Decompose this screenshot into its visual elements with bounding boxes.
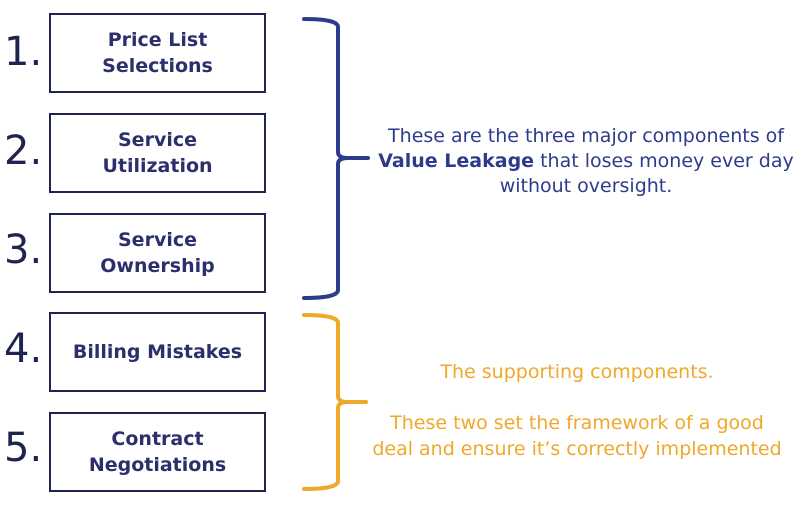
major-components-description: These are the three major components of …: [366, 124, 804, 199]
step-box-service-utilization: Service Utilization: [49, 113, 266, 193]
blue-brace: [302, 17, 370, 300]
step-box-contract-negotiations: Contract Negotiations: [49, 412, 266, 492]
step-label: Contract Negotiations: [88, 428, 227, 476]
step-label: Price List Selections: [102, 29, 213, 77]
step-number-3: 3.: [4, 227, 43, 273]
orange-brace: [302, 313, 368, 491]
value-leakage-emphasis: Value Leakage: [378, 150, 535, 172]
step-number-4: 4.: [4, 326, 43, 372]
step-box-price-list: Price List Selections: [49, 13, 266, 93]
step-label: Service Ownership: [100, 229, 215, 277]
step-number-5: 5.: [4, 425, 43, 471]
major-text-before: These are the three major components of: [388, 125, 784, 147]
step-label: Billing Mistakes: [72, 341, 243, 363]
supporting-heading: The supporting components.: [440, 361, 714, 383]
step-number-1: 1.: [4, 29, 43, 75]
step-box-billing-mistakes: Billing Mistakes: [49, 312, 266, 392]
step-number-2: 2.: [4, 128, 43, 174]
step-label: Service Utilization: [102, 129, 213, 177]
step-box-service-ownership: Service Ownership: [49, 213, 266, 293]
supporting-description: These two set the framework of a good de…: [372, 412, 782, 460]
major-text-after: that loses money ever day without oversi…: [499, 150, 794, 197]
